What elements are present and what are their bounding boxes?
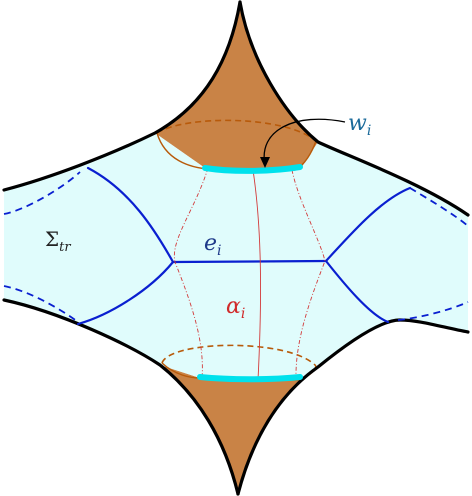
graph-edge-lower-left <box>76 260 175 326</box>
left-end-dashed <box>3 171 81 215</box>
alpha-curve-right <box>291 169 326 381</box>
right-end-dashed <box>409 187 469 227</box>
top-cyan-arc <box>202 164 303 174</box>
top-neck-dashed <box>156 119 317 142</box>
top-cap <box>155 2 318 170</box>
alpha-curve-left <box>173 167 209 379</box>
outline-top-left <box>2 0 242 192</box>
e-label: ei <box>204 231 222 259</box>
w-pointer-arrow <box>263 118 346 166</box>
sigma-label: Σtr <box>45 227 71 255</box>
graph-edge-upper-right <box>324 186 412 263</box>
w-label: wi <box>348 111 371 139</box>
alpha-curve-center <box>252 169 262 381</box>
alpha-label: αi <box>226 294 245 322</box>
bottom-cyan-arc <box>197 374 303 383</box>
left-end-dashed-lower <box>3 285 79 323</box>
graph-edge-middle <box>171 259 328 264</box>
outline-bottom-right <box>236 318 470 496</box>
outline-top-right <box>238 0 470 217</box>
bottom-neck-dashed <box>161 344 317 367</box>
right-end-dashed-lower <box>397 301 469 321</box>
graph-edge-upper-left <box>86 166 175 264</box>
graph-edge-lower-right <box>324 259 390 324</box>
bottom-cap <box>160 365 318 494</box>
outline-bottom-left <box>2 298 240 496</box>
surface-body <box>4 133 468 380</box>
w-pointer-arrowhead <box>260 157 270 168</box>
